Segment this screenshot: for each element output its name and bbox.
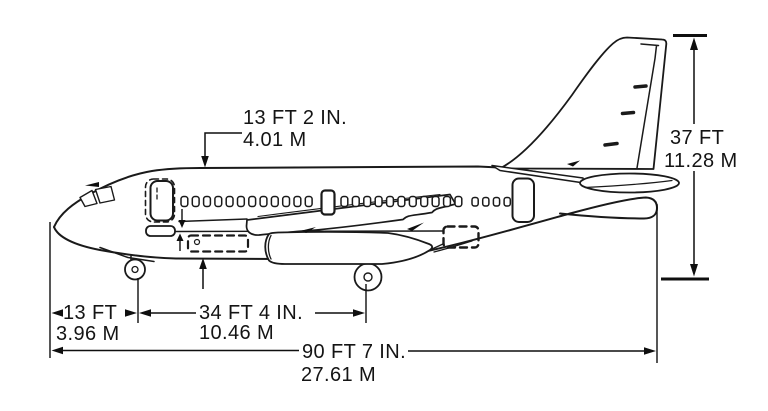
cabin-window [180,195,189,208]
dimension-nose-to-nose-gear: 13 FT 3.96 M [51,302,137,345]
cabin-window [259,195,268,208]
cabin-window [293,195,302,208]
cabin-window [214,195,223,208]
nacelle-exhaust-lines [430,240,473,253]
dimension-wheelbase: 34 FT 4 IN. 10.46 M [139,302,365,344]
nacelle-intake-lip [267,234,272,260]
dim-label-nose-gear-metric: 3.96 M [56,323,120,345]
cabin-window [363,195,372,208]
vertical-stabilizer [499,36,668,170]
dim-label-tail-height-metric: 11.28 M [664,150,738,172]
forward-entry-door [149,180,174,222]
dimension-fuselage-height: 13 FT 2 IN. 4.01 M [199,107,347,289]
cabin-window [481,196,490,207]
forward-hatch [145,225,176,237]
dim-label-wheelbase-imperial: 34 FT 4 IN. [199,302,303,324]
cabin-window [374,195,383,208]
cabin-window [225,195,234,208]
nose-landing-gear [99,246,155,281]
floor-line-arrows [176,209,186,251]
forward-cargo-door-dashed [186,234,250,253]
cabin-window [236,195,246,208]
rudder-hinge-ticks [603,84,648,147]
cargo-door-detail-circle [193,238,201,246]
cabin-window [503,196,512,207]
dim-label-fuselage-height-imperial: 13 FT 2 IN. [243,107,347,129]
engine-nacelle [264,231,434,265]
cockpit-windows [79,185,116,208]
dim-label-fuselage-height-metric: 4.01 M [243,129,307,151]
cabin-window [454,195,463,208]
dim-label-nose-gear-imperial: 13 FT [63,302,117,324]
airframe [53,36,680,292]
cabin-window [492,196,501,207]
cabin-window [408,195,417,208]
cabin-window [202,195,212,208]
wing-upper-line [257,193,441,218]
cabin-window [351,195,360,208]
dim-label-wheelbase-metric: 10.46 M [199,322,274,344]
elevator-line [584,179,673,189]
dim-label-length-imperial: 90 FT 7 IN. [302,341,406,363]
aft-entry-door [511,177,535,223]
overwing-exit [320,189,336,216]
cabin-window [248,195,257,208]
dimension-overall-length: 90 FT 7 IN. 27.61 M [51,341,656,386]
horizontal-stabilizer [579,172,680,194]
cabin-window [340,195,349,208]
dimension-tail-height: 37 FT 11.28 M [661,34,738,281]
fuselage-bottom-line [53,196,658,261]
cockpit-eyebrow-mark [85,182,99,187]
forward-door-dashed-outline [144,178,176,223]
rudder-hinge-line [636,43,660,169]
cabin-window [191,195,200,208]
cabin-window [420,195,429,208]
cabin-window [442,195,452,208]
cabin-window [281,195,291,208]
cabin-window-row [180,195,512,208]
cabin-window [304,195,313,208]
cabin-window [397,195,406,208]
stabilizer-tip-mark [567,160,580,167]
cabin-window [431,195,440,208]
extension-lines [49,204,658,363]
cabin-window [385,195,395,208]
cabin-window [270,195,279,208]
dim-label-length-metric: 27.61 M [301,364,376,386]
dim-label-tail-height-imperial: 37 FT [670,127,724,149]
main-landing-gear [353,262,383,292]
aft-cargo-door-dashed [442,225,480,249]
cabin-window [471,196,479,207]
